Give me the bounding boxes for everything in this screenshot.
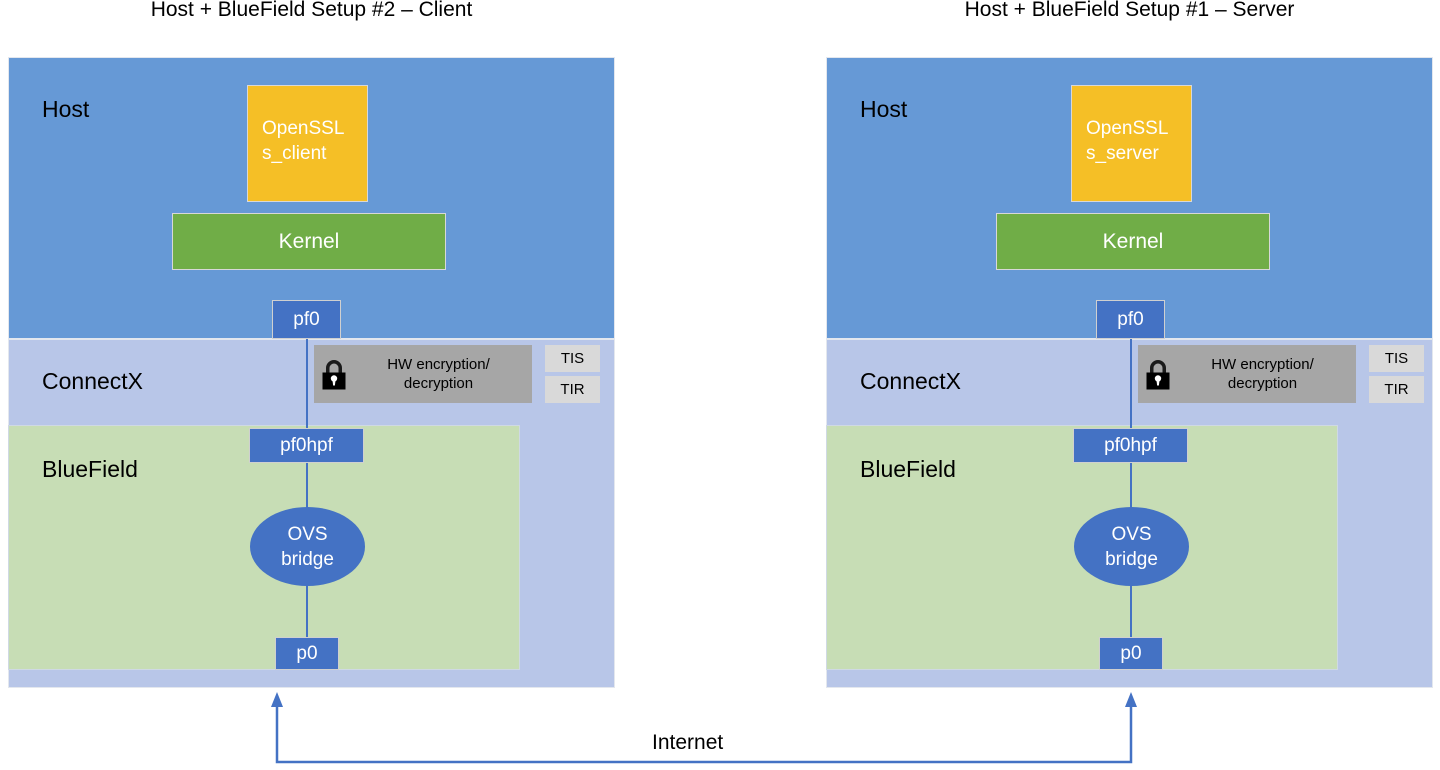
app-label-line2: s_server	[1086, 143, 1159, 164]
tir-box-server: TIR	[1369, 376, 1424, 403]
ovs-label-line1: OVS	[287, 523, 328, 545]
crypto-label-line1: HW encryption/	[1211, 356, 1314, 373]
ovs-label-line2: bridge	[1105, 548, 1158, 570]
layer-label-host-server: Host	[860, 96, 908, 122]
app-box-client: OpenSSL s_client	[247, 85, 368, 202]
lock-icon	[322, 360, 346, 390]
app-label-line2: s_client	[262, 143, 327, 164]
ovs-label-line1: OVS	[1111, 523, 1152, 545]
layer-label-bluefield-server: BlueField	[860, 456, 956, 482]
crypto-label-line1: HW encryption/	[387, 356, 490, 373]
link-ovs-to-p0-server	[1130, 565, 1132, 650]
layer-label-connectx-client: ConnectX	[42, 368, 144, 394]
app-label-line1: OpenSSL	[262, 118, 345, 139]
port-pf0-client: pf0	[272, 300, 341, 339]
app-box-server: OpenSSL s_server	[1071, 85, 1192, 202]
internet-label: Internet	[652, 731, 724, 754]
ovs-bridge-client: OVS bridge	[250, 507, 365, 586]
ovs-bridge-server: OVS bridge	[1074, 507, 1189, 586]
kernel-box-client: Kernel	[172, 213, 446, 270]
lock-icon	[1146, 360, 1170, 390]
crypto-label-line2: decryption	[403, 375, 474, 392]
arrow-up-left-icon	[271, 692, 283, 707]
port-p0-client: p0	[275, 637, 339, 670]
setup-title-client: Host + BlueField Setup #2 – Client	[150, 0, 473, 21]
kernel-box-server: Kernel	[996, 213, 1270, 270]
port-pf0-server: pf0	[1096, 300, 1165, 339]
arrow-up-right-icon	[1125, 692, 1137, 707]
layer-label-host-client: Host	[42, 96, 90, 122]
crypto-engine-client: HW encryption/ decryption	[314, 345, 532, 403]
crypto-label-client: HW encryption/ decryption	[349, 355, 532, 393]
tis-box-client: TIS	[545, 345, 600, 372]
port-p0-server: p0	[1099, 637, 1163, 670]
crypto-label-line2: decryption	[1227, 375, 1298, 392]
port-pf0hpf-server: pf0hpf	[1073, 428, 1188, 463]
link-ovs-to-p0-client	[306, 565, 308, 650]
setup-title-server: Host + BlueField Setup #1 – Server	[964, 0, 1295, 21]
crypto-label-server: HW encryption/ decryption	[1173, 355, 1356, 393]
layer-label-bluefield-client: BlueField	[42, 456, 138, 482]
port-pf0hpf-client: pf0hpf	[249, 428, 364, 463]
tis-box-server: TIS	[1369, 345, 1424, 372]
tir-box-client: TIR	[545, 376, 600, 403]
crypto-engine-server: HW encryption/ decryption	[1138, 345, 1356, 403]
app-label-line1: OpenSSL	[1086, 118, 1169, 139]
ovs-label-line2: bridge	[281, 548, 334, 570]
layer-label-connectx-server: ConnectX	[860, 368, 962, 394]
